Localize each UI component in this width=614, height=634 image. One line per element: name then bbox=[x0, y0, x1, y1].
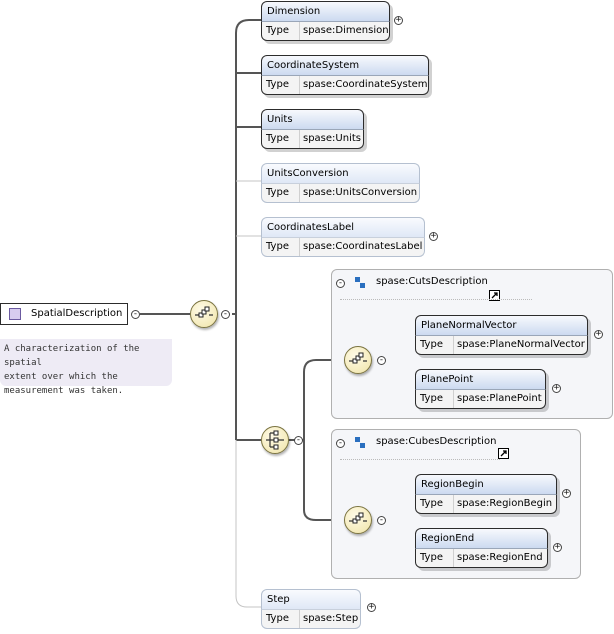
choice-to-seq1 bbox=[288, 359, 344, 441]
type-value: spase:PlanePoint bbox=[453, 390, 542, 408]
expand-regionend-button[interactable]: + bbox=[553, 542, 562, 552]
element-coordinatesystem[interactable]: CoordinateSystem Type spase:CoordinateSy… bbox=[261, 55, 432, 98]
element-type-row: Type spase:UnitsConversion bbox=[261, 183, 420, 203]
group-collapse-button[interactable]: - bbox=[336, 438, 345, 448]
type-value: spase:UnitsConversion bbox=[299, 184, 417, 202]
element-regionbegin[interactable]: RegionBegin Type spase:RegionBegin bbox=[415, 474, 560, 517]
group-title: spase:CutsDescription bbox=[376, 276, 488, 287]
element-type-row: Type spase:CoordinatesLabel bbox=[261, 237, 425, 257]
element-type-row: Type spase:PlaneNormalVector bbox=[415, 335, 588, 355]
type-label: Type bbox=[266, 241, 289, 252]
element-planepoint[interactable]: PlanePoint Type spase:PlanePoint bbox=[415, 369, 549, 412]
element-name: Dimension bbox=[261, 1, 390, 21]
sequence-compositor[interactable] bbox=[344, 346, 372, 374]
expand-planenormalvector-button[interactable]: + bbox=[594, 329, 603, 339]
sequence-compositor[interactable] bbox=[344, 506, 372, 534]
documentation-line: measurement was taken. bbox=[4, 386, 124, 396]
type-value: spase:Dimension bbox=[299, 22, 389, 40]
choice-icon bbox=[266, 430, 284, 450]
choice-compositor[interactable] bbox=[261, 426, 289, 454]
element-name: RegionBegin bbox=[415, 474, 557, 494]
documentation-line: A characterization of the spatial bbox=[4, 344, 140, 368]
sequence-icon bbox=[349, 352, 367, 364]
type-label: Type bbox=[266, 187, 289, 198]
sequence-collapse-button[interactable]: - bbox=[377, 355, 386, 365]
expand-regionbegin-button[interactable]: + bbox=[562, 488, 571, 498]
element-name: UnitsConversion bbox=[261, 163, 420, 183]
sequence-icon bbox=[349, 512, 367, 524]
root-element-spatialdescription[interactable]: SpatialDescription bbox=[0, 303, 128, 325]
element-name: PlaneNormalVector bbox=[415, 315, 588, 335]
element-name: PlanePoint bbox=[415, 369, 546, 389]
element-type-row: Type spase:PlanePoint bbox=[415, 389, 546, 409]
choice-collapse-button[interactable]: - bbox=[294, 435, 303, 445]
element-step[interactable]: Step Type spase:Step bbox=[261, 589, 361, 629]
element-type-row: Type spase:Units bbox=[261, 129, 364, 149]
sequence-compositor[interactable] bbox=[190, 300, 218, 328]
complex-type-icon bbox=[355, 277, 365, 288]
element-name: CoordinatesLabel bbox=[261, 217, 425, 237]
trunk-required bbox=[235, 19, 261, 441]
element-planenormalvector[interactable]: PlaneNormalVector Type spase:PlaneNormal… bbox=[415, 315, 591, 358]
group-collapse-button[interactable]: - bbox=[336, 278, 345, 288]
type-label: Type bbox=[266, 133, 289, 144]
element-type-row: Type spase:CoordinateSystem bbox=[261, 75, 429, 95]
choice-to-seq2 bbox=[303, 440, 344, 521]
element-units[interactable]: Units Type spase:Units bbox=[261, 109, 367, 152]
type-label: Type bbox=[420, 552, 443, 563]
element-name: CoordinateSystem bbox=[261, 55, 429, 75]
root-documentation: A characterization of the spatial extent… bbox=[0, 339, 172, 396]
sequence-collapse-button[interactable]: - bbox=[377, 515, 386, 525]
complex-type-icon bbox=[355, 437, 365, 448]
group-separator bbox=[340, 459, 500, 460]
element-name: RegionEnd bbox=[415, 528, 548, 548]
root-collapse-button[interactable]: - bbox=[131, 309, 140, 319]
element-type-row: Type spase:Step bbox=[261, 609, 361, 629]
group-title: spase:CubesDescription bbox=[376, 436, 497, 447]
type-value: spase:RegionBegin bbox=[453, 495, 552, 513]
type-value: spase:PlaneNormalVector bbox=[453, 336, 585, 354]
open-type-link-icon[interactable] bbox=[498, 448, 509, 459]
type-value: spase:Step bbox=[299, 610, 358, 628]
type-value: spase:CoordinatesLabel bbox=[299, 238, 422, 256]
type-value: spase:CoordinateSystem bbox=[299, 76, 428, 94]
documentation-line: extent over which the bbox=[4, 372, 118, 382]
expand-coordinateslabel-button[interactable]: + bbox=[429, 231, 438, 241]
group-separator bbox=[340, 299, 532, 300]
type-label: Type bbox=[420, 393, 443, 404]
type-value: spase:Units bbox=[299, 130, 361, 148]
sequence-collapse-button[interactable]: - bbox=[221, 309, 230, 319]
element-type-row: Type spase:RegionEnd bbox=[415, 548, 548, 568]
type-label: Type bbox=[266, 79, 289, 90]
type-value: spase:RegionEnd bbox=[453, 549, 543, 567]
element-dimension[interactable]: Dimension Type spase:Dimension bbox=[261, 1, 393, 44]
element-name: Units bbox=[261, 109, 364, 129]
element-unitsconversion[interactable]: UnitsConversion Type spase:UnitsConversi… bbox=[261, 163, 420, 203]
element-regionend[interactable]: RegionEnd Type spase:RegionEnd bbox=[415, 528, 551, 571]
root-element-label: SpatialDescription bbox=[31, 308, 123, 319]
element-icon bbox=[9, 308, 21, 320]
sequence-icon bbox=[195, 306, 213, 318]
expand-dimension-button[interactable]: + bbox=[394, 15, 403, 25]
expand-step-button[interactable]: + bbox=[367, 602, 376, 612]
element-type-row: Type spase:Dimension bbox=[261, 21, 390, 41]
type-label: Type bbox=[420, 339, 443, 350]
element-type-row: Type spase:RegionBegin bbox=[415, 494, 557, 514]
type-label: Type bbox=[420, 498, 443, 509]
type-label: Type bbox=[266, 25, 289, 36]
expand-planepoint-button[interactable]: + bbox=[552, 383, 561, 393]
trunk-optional bbox=[235, 180, 261, 608]
element-name: Step bbox=[261, 589, 361, 609]
open-type-link-icon[interactable] bbox=[489, 290, 500, 301]
element-coordinateslabel[interactable]: CoordinatesLabel Type spase:CoordinatesL… bbox=[261, 217, 425, 257]
type-label: Type bbox=[266, 613, 289, 624]
